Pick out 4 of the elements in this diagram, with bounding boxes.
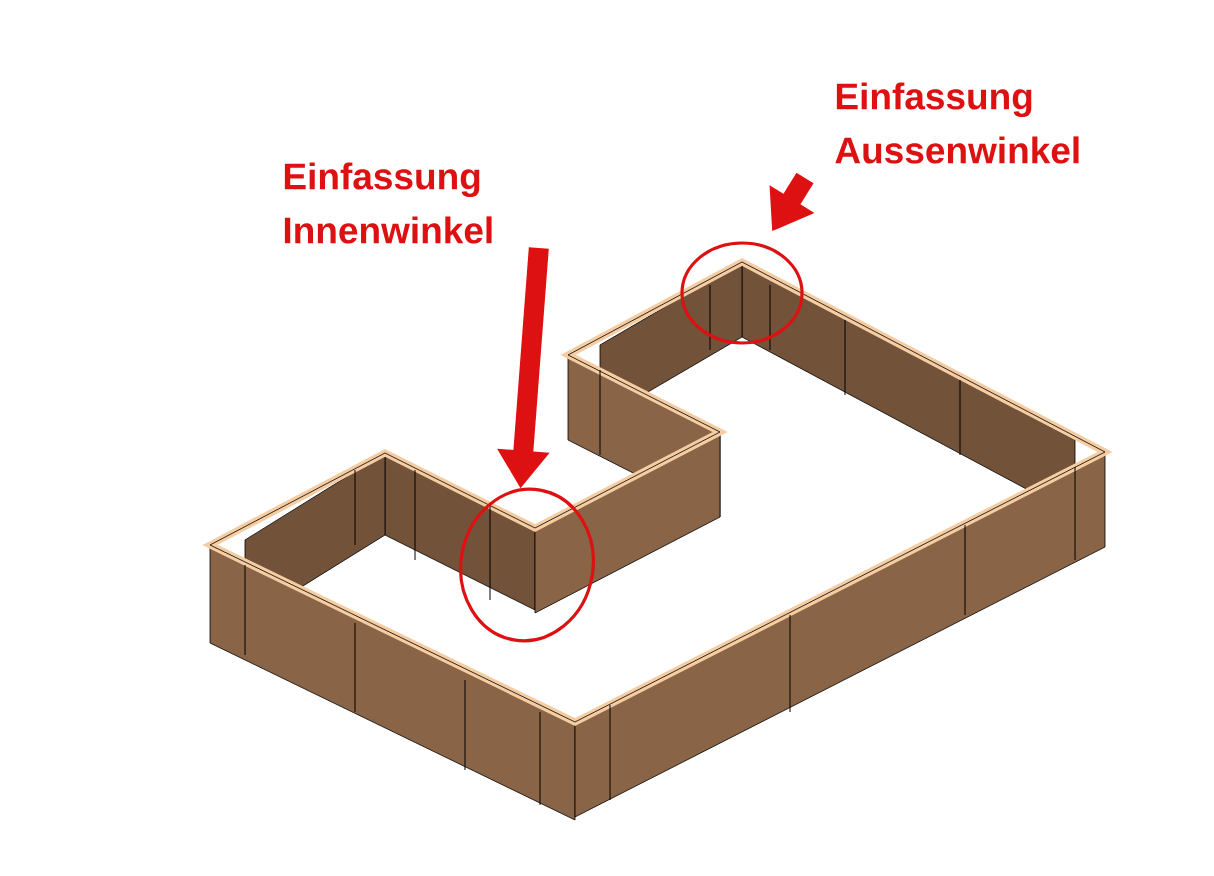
highlight-ellipse [459, 487, 595, 643]
callout-text: Einfassung Aussenwinkel [835, 82, 1079, 164]
callout-text: Einfassung Innenwinkel [284, 162, 492, 244]
highlight-ellipse [680, 241, 804, 345]
